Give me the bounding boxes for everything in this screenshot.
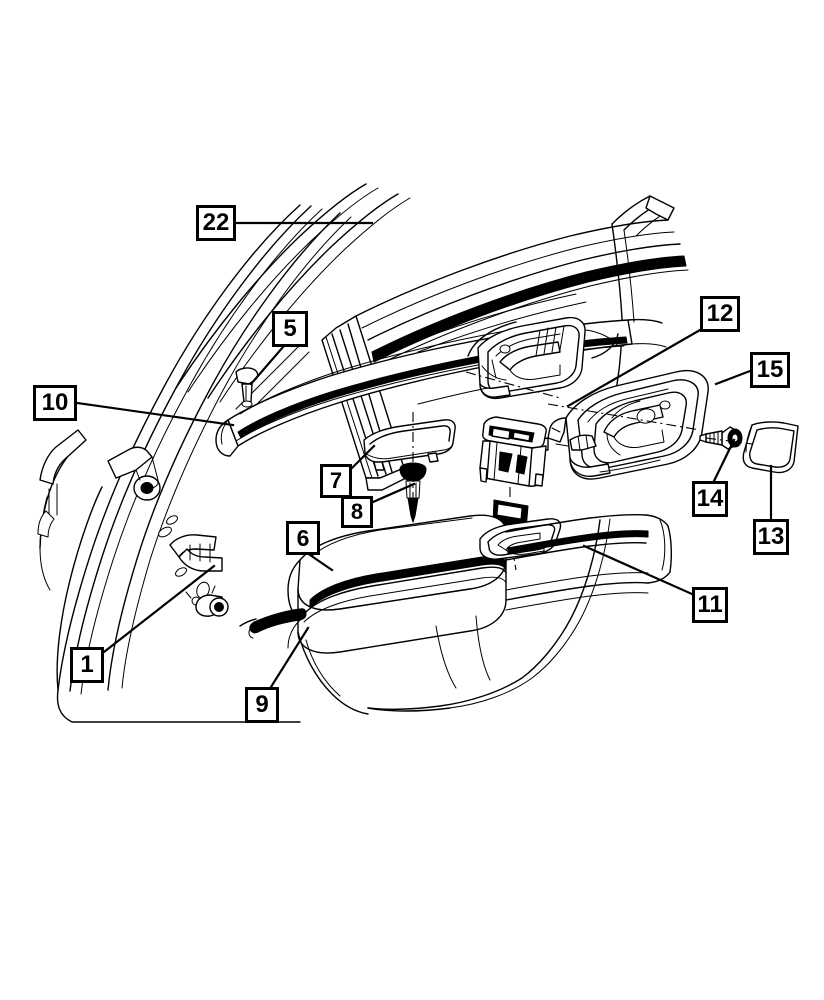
callout-label-22: 22	[202, 209, 230, 236]
callout-box-1[interactable]: 1	[70, 647, 104, 683]
leader-5	[249, 345, 285, 386]
lower-door-trim-panel	[297, 514, 673, 715]
callout-label-1: 1	[80, 651, 94, 678]
armrest-lower-seal	[239, 608, 307, 639]
callout-box-9[interactable]: 9	[245, 687, 279, 723]
callout-label-15: 15	[756, 356, 784, 383]
leader-12	[566, 328, 702, 408]
door-armrest-pad	[287, 513, 649, 654]
assembly-centerline-handle	[465, 371, 561, 399]
callout-label-13: 13	[757, 523, 785, 550]
callout-box-15[interactable]: 15	[750, 352, 790, 388]
leader-1	[102, 564, 216, 654]
leader-11	[582, 544, 694, 596]
screw-cover-cap	[742, 421, 799, 474]
callout-box-5[interactable]: 5	[272, 311, 308, 347]
door-lock-striker-detail	[107, 446, 161, 501]
door-wiring-grommet-detail	[185, 581, 229, 617]
assembly-centerline-cap	[705, 437, 753, 445]
callout-box-7[interactable]: 7	[320, 464, 352, 498]
a-pillar-trim-retainer	[235, 367, 259, 408]
callout-label-6: 6	[296, 524, 310, 551]
callout-label-7: 7	[329, 468, 343, 493]
leader-10	[75, 401, 235, 427]
callout-box-10[interactable]: 10	[33, 385, 77, 421]
bezel-retaining-screw	[699, 426, 743, 450]
door-handle-recess-installed	[467, 316, 619, 400]
callout-box-6[interactable]: 6	[286, 521, 320, 555]
assembly-centerline-right	[547, 403, 701, 431]
leader-lines	[75, 221, 773, 689]
callout-box-12[interactable]: 12	[700, 296, 740, 332]
callout-box-11[interactable]: 11	[692, 587, 728, 623]
callout-box-13[interactable]: 13	[753, 519, 789, 555]
callout-label-9: 9	[255, 691, 269, 718]
door-inner-handle-pocket	[158, 515, 223, 577]
callout-label-10: 10	[41, 389, 69, 416]
callout-label-14: 14	[696, 485, 724, 512]
armrest-trim-cover	[363, 419, 456, 471]
window-glass-edge	[407, 293, 587, 405]
power-window-switch-assembly	[479, 416, 547, 571]
callout-box-8[interactable]: 8	[341, 496, 373, 528]
callout-label-8: 8	[350, 499, 364, 524]
leader-14	[712, 438, 736, 483]
callout-box-14[interactable]: 14	[692, 481, 728, 517]
callout-label-12: 12	[706, 300, 734, 327]
leader-8	[371, 482, 416, 504]
callout-label-11: 11	[697, 591, 723, 618]
callout-box-22[interactable]: 22	[196, 205, 236, 241]
leader-7	[350, 444, 376, 470]
leader-9	[269, 626, 310, 689]
leader-6	[308, 553, 334, 572]
callout-label-5: 5	[283, 315, 297, 342]
leader-15	[714, 369, 752, 386]
